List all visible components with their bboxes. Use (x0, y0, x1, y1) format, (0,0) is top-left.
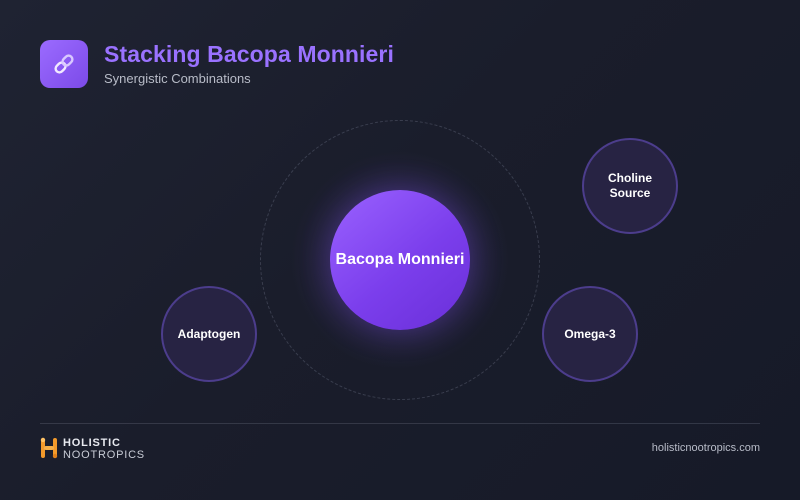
orbit-ring (260, 120, 540, 400)
page-title: Stacking Bacopa Monnieri (104, 41, 394, 67)
center-node-label: Bacopa Monnieri (335, 251, 465, 268)
center-node: Bacopa Monnieri (330, 190, 470, 330)
node-omega-3: Omega-3 (542, 286, 638, 382)
link-chain-icon (54, 54, 74, 74)
brand-name-line2: NOOTROPICS (63, 449, 145, 461)
website-url: holisticnootropics.com (651, 442, 760, 454)
node-label: Adaptogen (177, 326, 241, 341)
footer-divider (40, 423, 760, 424)
node-label: Omega-3 (564, 326, 616, 341)
header-icon-tile (40, 40, 88, 88)
node-choline-source: Choline Source (582, 138, 678, 234)
brand-name-line1: HOLISTIC (63, 437, 121, 449)
node-adaptogen: Adaptogen (161, 286, 257, 382)
page-subtitle: Synergistic Combinations (104, 71, 251, 86)
holistic-h-logo-icon (40, 437, 58, 459)
node-label: Choline Source (608, 171, 652, 200)
